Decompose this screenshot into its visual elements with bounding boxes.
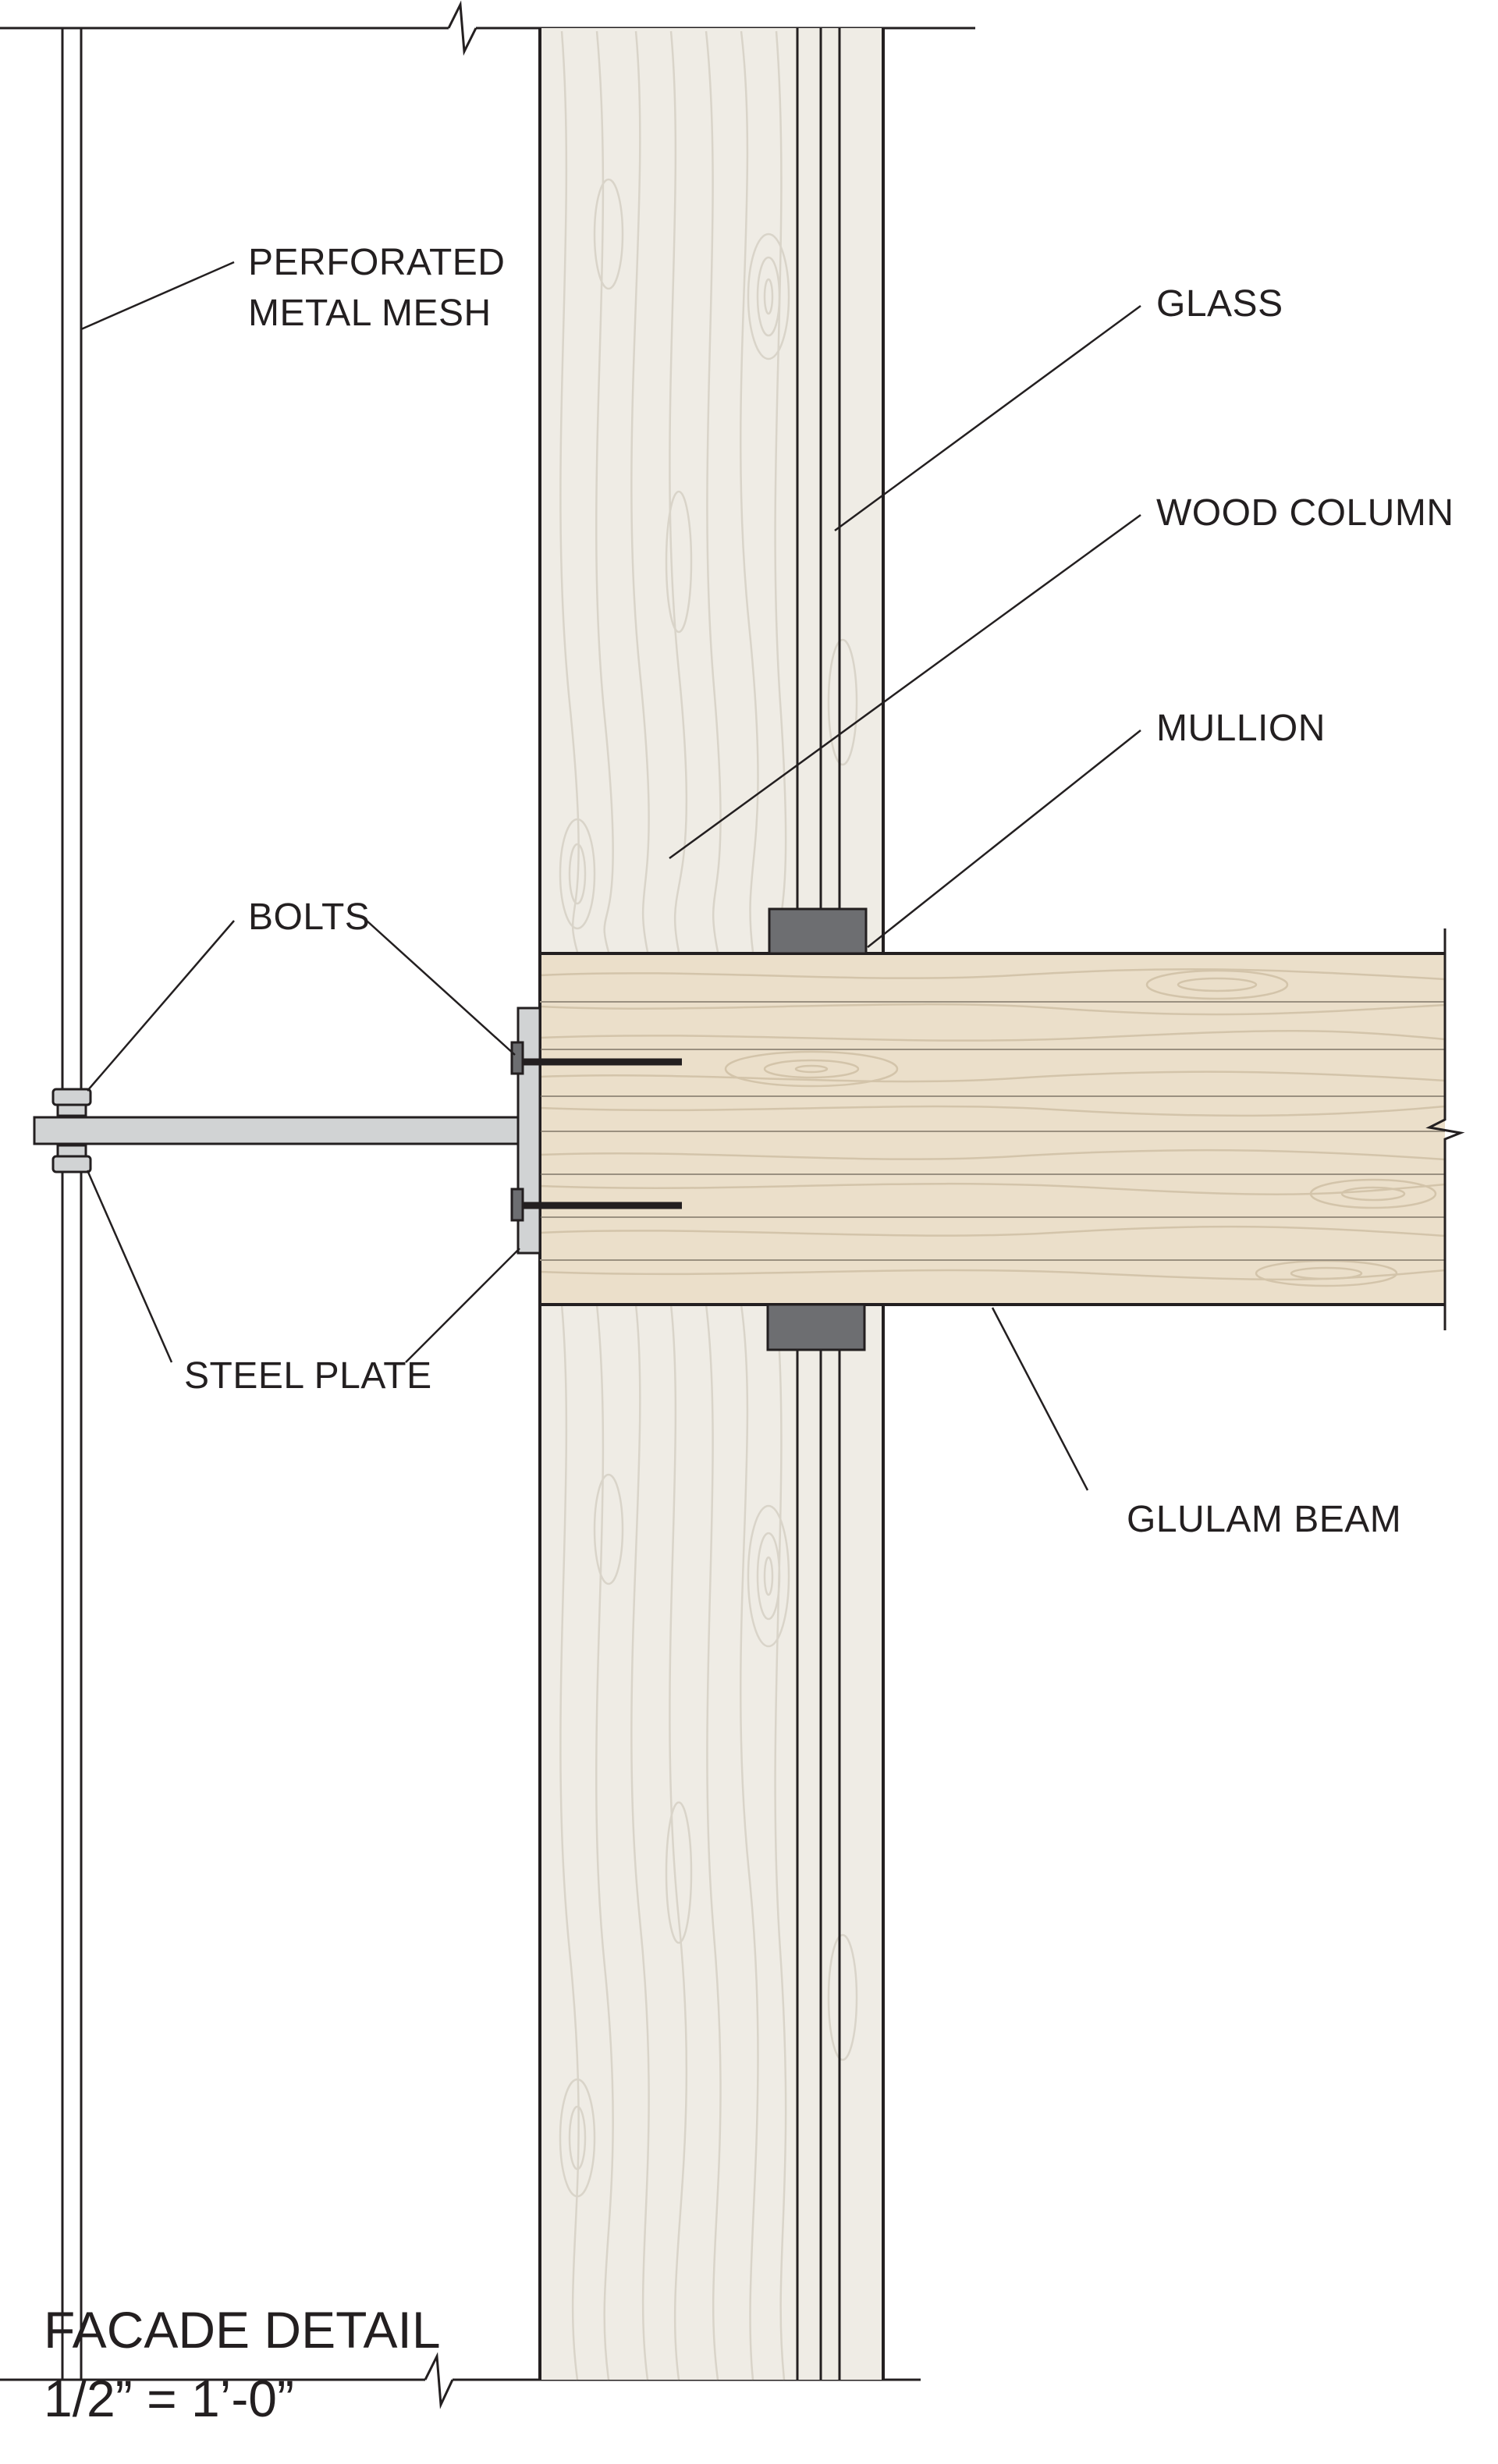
- leader-bolts-mesh: [87, 920, 235, 1092]
- steel-plate: [33, 1007, 541, 1255]
- leader-perforated-metal-mesh: [80, 261, 235, 331]
- leader-steel-plate-beam: [405, 1248, 520, 1363]
- label-glulam-beam: GLULAM BEAM: [1127, 1499, 1402, 1540]
- glass-bottom: [796, 1350, 841, 2380]
- mullion-bottom: [766, 1303, 866, 1351]
- label-mullion: MULLION: [1156, 708, 1326, 749]
- bolts-mesh: [51, 1088, 92, 1173]
- leader-lines: [80, 261, 1141, 1491]
- leader-bolts-beam: [366, 920, 516, 1056]
- leader-mullion: [867, 730, 1141, 948]
- label-bolts: BOLTS: [248, 896, 371, 938]
- leader-steel-plate-mesh: [86, 1170, 173, 1363]
- leader-glass: [834, 304, 1141, 532]
- label-perforated-metal-mesh-1: PERFORATED: [248, 242, 506, 283]
- label-wood-column: WOOD COLUMN: [1156, 492, 1454, 534]
- drawing-scale: 1/2” = 1’-0”: [44, 2370, 294, 2427]
- drawing-title: FACADE DETAIL: [44, 2301, 441, 2359]
- bolts-beam: [510, 1041, 682, 1222]
- wood-column-top: [538, 28, 885, 953]
- wood-column-bottom: [538, 1305, 885, 2381]
- leader-wood-column: [669, 513, 1141, 860]
- label-perforated-metal-mesh-2: METAL MESH: [248, 293, 492, 334]
- label-glass: GLASS: [1156, 283, 1283, 325]
- leader-glulam-beam: [991, 1307, 1089, 1491]
- label-steel-plate: STEEL PLATE: [184, 1355, 432, 1397]
- perforated-metal-mesh: [61, 27, 83, 2381]
- glulam-beam: [538, 928, 1465, 1330]
- mullion-top: [768, 907, 868, 955]
